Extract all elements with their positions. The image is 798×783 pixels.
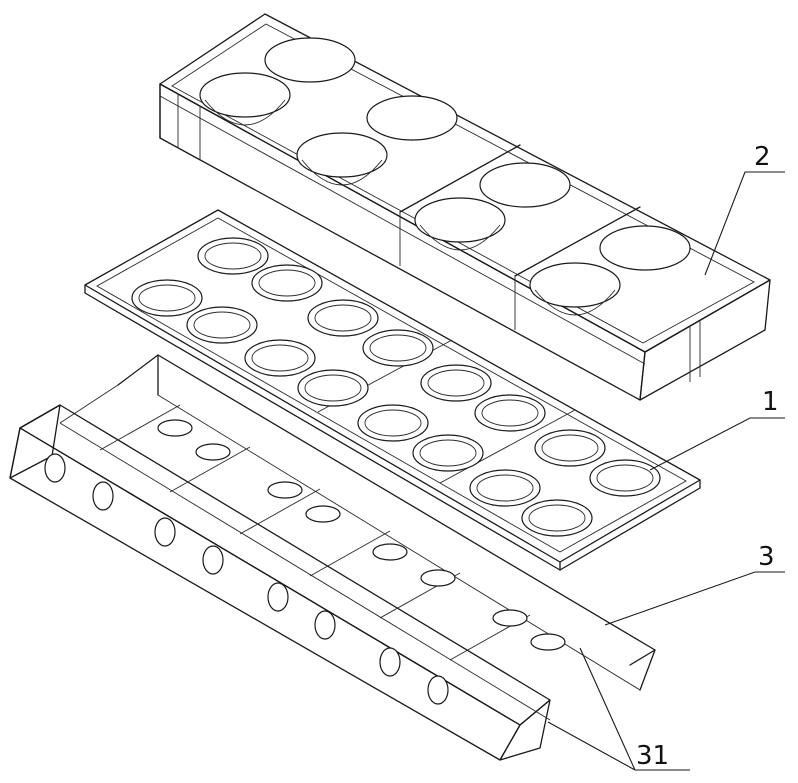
- middle-plate: [84, 209, 701, 571]
- callout-2-label: 2: [754, 142, 771, 172]
- callout-1: 1: [649, 387, 785, 471]
- callout-2: 2: [704, 142, 785, 276]
- callout-3-label: 3: [758, 542, 775, 572]
- upper-cup-tray: [159, 13, 771, 401]
- lower-frame: [9, 354, 656, 761]
- callout-31-label: 31: [636, 741, 669, 771]
- callout-31: 31: [547, 647, 690, 771]
- callout-3: 3: [604, 542, 785, 626]
- callout-1-label: 1: [762, 387, 779, 417]
